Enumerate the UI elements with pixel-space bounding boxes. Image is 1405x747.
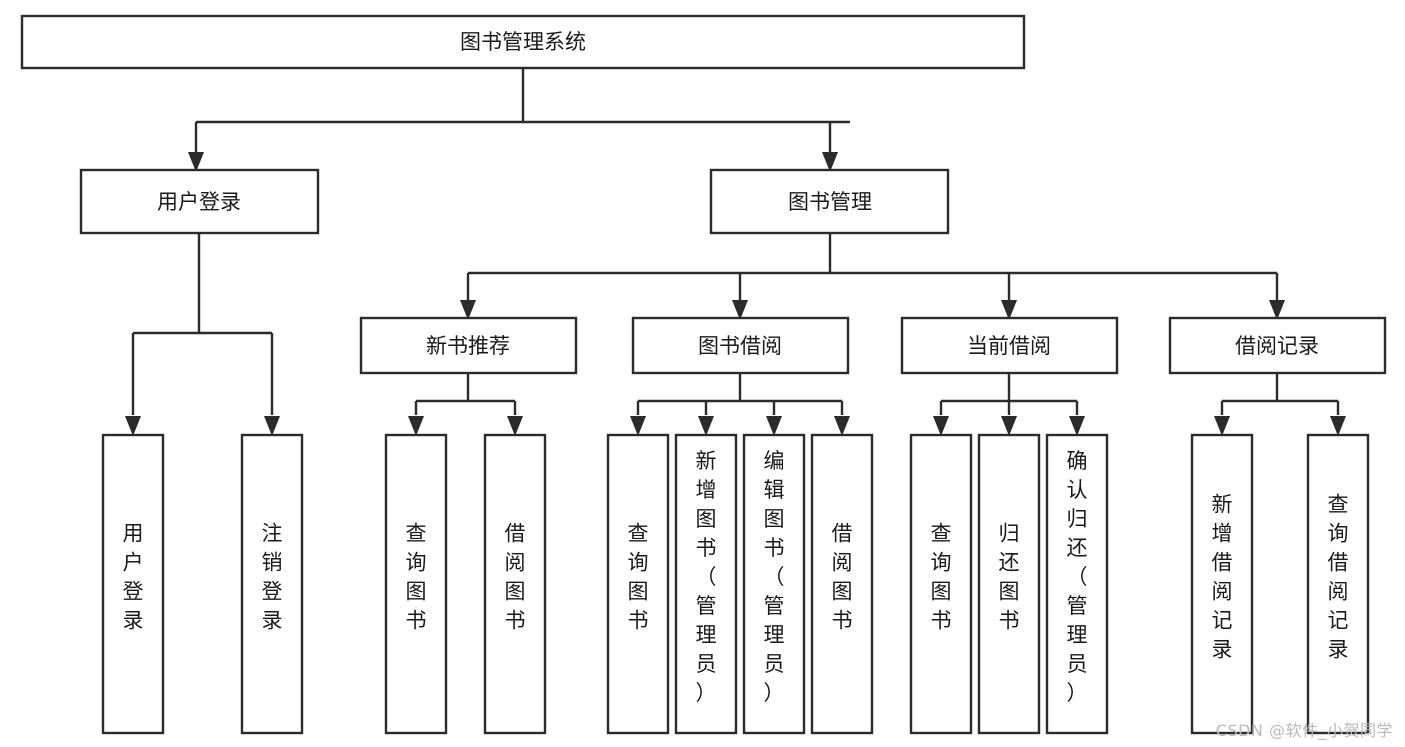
- leaf-borrowrecord-add-record[interactable]: 新增借阅记录: [1190, 433, 1254, 735]
- leaf-newbook-query-book[interactable]: 查询图书: [384, 433, 448, 735]
- node-new-book-recommend-label: 新书推荐: [426, 334, 510, 358]
- node-book-borrow[interactable]: 图书借阅: [631, 316, 850, 375]
- node-current-borrow[interactable]: 当前借阅: [900, 316, 1119, 375]
- node-current-borrow-label: 当前借阅: [967, 334, 1051, 358]
- leaf-bookborrow-borrow-book-label: 借阅图书: [832, 522, 853, 633]
- connector-borrowrecord-to-leaves: [1214, 373, 1346, 436]
- leaf-borrowrecord-query-record[interactable]: 查询借阅记录: [1306, 433, 1370, 735]
- leaf-user-login-login[interactable]: 用户登录: [101, 433, 165, 735]
- leaf-bookborrow-add-book[interactable]: 新增图书（管理员）: [674, 433, 738, 735]
- node-user-login[interactable]: 用户登录: [79, 168, 320, 235]
- connector-newbook-to-leaves: [408, 373, 523, 436]
- node-borrow-record-label: 借阅记录: [1235, 334, 1319, 358]
- leaf-currentborrow-confirm-return[interactable]: 确认归还（管理员）: [1045, 433, 1109, 735]
- leaf-newbook-query-book-label: 查询图书: [406, 522, 427, 633]
- connector-bookmgmt-to-level2: [460, 233, 1285, 320]
- leaf-user-login-logout-label: 注销登录: [262, 522, 283, 633]
- leaf-bookborrow-edit-book-label: 编辑图书（管理员）: [764, 449, 785, 705]
- node-book-borrow-label: 图书借阅: [698, 334, 782, 358]
- connector-currentborrow-to-leaves: [933, 373, 1085, 436]
- leaf-bookborrow-query-book-label: 查询图书: [628, 522, 649, 633]
- leaf-bookborrow-add-book-label: 新增图书（管理员）: [696, 449, 717, 705]
- connector-bookborrow-to-leaves: [630, 373, 850, 436]
- leaf-borrowrecord-add-record-label: 新增借阅记录: [1212, 493, 1233, 662]
- leaf-bookborrow-query-book[interactable]: 查询图书: [606, 433, 670, 735]
- leaf-bookborrow-borrow-book[interactable]: 借阅图书: [810, 433, 874, 735]
- node-user-login-label: 用户登录: [157, 190, 241, 214]
- leaf-user-login-logout[interactable]: 注销登录: [240, 433, 304, 735]
- node-book-management-label: 图书管理: [788, 190, 872, 214]
- leaf-currentborrow-confirm-return-label: 确认归还（管理员）: [1067, 449, 1088, 705]
- node-new-book-recommend[interactable]: 新书推荐: [359, 316, 578, 375]
- leaf-bookborrow-edit-book[interactable]: 编辑图书（管理员）: [742, 433, 806, 735]
- leaf-newbook-borrow-book[interactable]: 借阅图书: [483, 433, 547, 735]
- leaf-currentborrow-query-book[interactable]: 查询图书: [909, 433, 973, 735]
- node-root-label: 图书管理系统: [460, 30, 586, 54]
- leaf-currentborrow-return-book-label: 归还图书: [999, 522, 1020, 633]
- leaf-newbook-borrow-book-label: 借阅图书: [505, 522, 526, 633]
- leaf-borrowrecord-query-record-label: 查询借阅记录: [1328, 493, 1349, 662]
- node-root[interactable]: 图书管理系统: [20, 14, 1026, 70]
- connector-userlogin-to-leaves: [125, 233, 280, 436]
- leaf-currentborrow-return-book[interactable]: 归还图书: [977, 433, 1041, 735]
- connector-root-to-level1: [188, 68, 850, 172]
- node-book-management[interactable]: 图书管理: [709, 168, 950, 235]
- node-borrow-record[interactable]: 借阅记录: [1168, 316, 1387, 375]
- leaf-user-login-login-label: 用户登录: [123, 522, 144, 633]
- leaf-currentborrow-query-book-label: 查询图书: [931, 522, 952, 633]
